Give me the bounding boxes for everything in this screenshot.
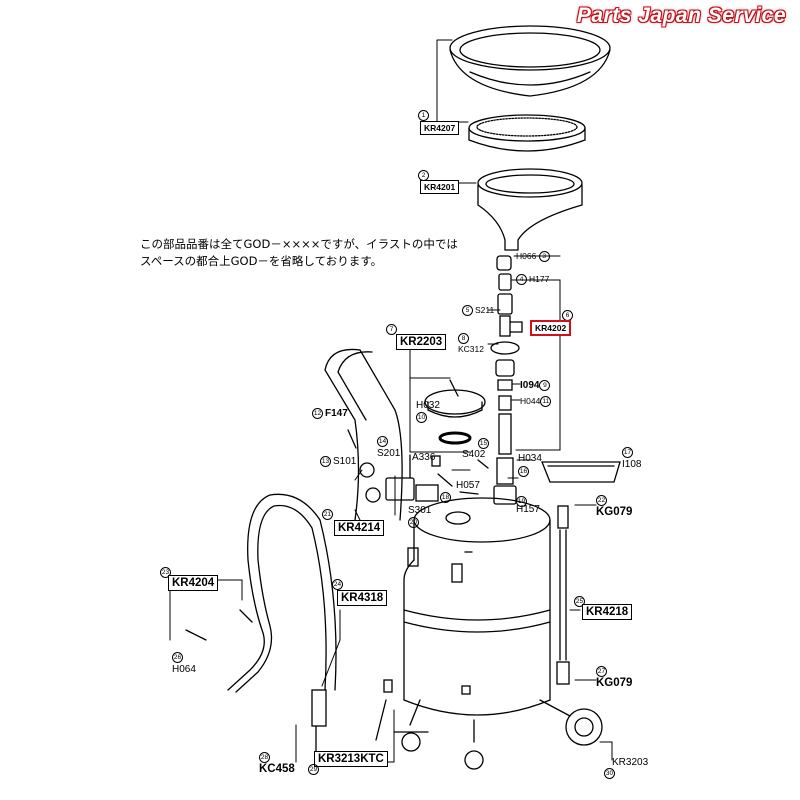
part-label-kc312: KC312 bbox=[458, 344, 484, 354]
callout-28: 28 bbox=[259, 752, 270, 764]
callout-23: 23 bbox=[160, 567, 171, 579]
part-label-kg079-top: KG079 bbox=[596, 506, 633, 518]
callout-15: 15 bbox=[478, 438, 489, 450]
callout-10: 10 bbox=[416, 412, 427, 423]
part-label-h157: H157 bbox=[516, 504, 540, 515]
part-label-s201: S201 bbox=[377, 448, 401, 459]
callout-20: 20 bbox=[408, 517, 419, 529]
callout-19: 19 bbox=[516, 496, 527, 508]
part-label-h066: H066 3 bbox=[516, 251, 552, 263]
callout-24: 24 bbox=[332, 579, 343, 591]
part-label-kr4218: KR4218 bbox=[582, 604, 633, 620]
part-label-kr4214: KR4214 bbox=[334, 520, 385, 536]
drain-hose bbox=[185, 493, 337, 693]
part-label-i108: I108 bbox=[622, 459, 642, 470]
drip-tray bbox=[541, 461, 621, 483]
valve-assembly bbox=[359, 454, 489, 503]
part-label-kr4204: KR4204 bbox=[168, 575, 219, 591]
part-label-h064: H064 bbox=[172, 664, 196, 675]
part-label-kr2203: KR2203 bbox=[396, 334, 447, 350]
leader-lines bbox=[169, 39, 613, 763]
callout-8: 8 bbox=[458, 333, 471, 345]
center-column bbox=[490, 255, 523, 505]
part-label-h034: H034 bbox=[518, 453, 542, 464]
callout-30: 30 bbox=[604, 768, 615, 780]
part-label-kr4207: KR4207 bbox=[420, 121, 460, 135]
wheels bbox=[393, 699, 603, 770]
handle bbox=[324, 348, 403, 521]
callout-29: 29 bbox=[308, 764, 319, 776]
fittings bbox=[375, 455, 471, 741]
part-label-kr3203: KR3203 bbox=[612, 757, 649, 768]
part-number-note: この部品品番は全てGOD－××××ですが、イラストの中では スペースの都合上GO… bbox=[140, 236, 500, 270]
filter-screen bbox=[468, 114, 586, 152]
callout-22: 22 bbox=[596, 495, 607, 507]
callout-18: 18 bbox=[440, 492, 451, 504]
part-label-s301: S301 bbox=[408, 505, 432, 516]
note-line-1: この部品品番は全てGOD－××××ですが、イラストの中では bbox=[140, 237, 458, 251]
tank bbox=[403, 497, 551, 716]
callout-26: 26 bbox=[172, 652, 183, 664]
callout-7: 7 bbox=[386, 324, 399, 336]
callout-27: 27 bbox=[596, 666, 607, 678]
suction-wand bbox=[311, 689, 327, 761]
part-label-h032: H032 bbox=[416, 400, 440, 411]
brand-watermark: Parts Japan Service bbox=[576, 4, 786, 27]
part-label-s402: S402 bbox=[462, 449, 486, 460]
part-label-kg079-bottom: KG079 bbox=[596, 677, 633, 689]
callout-14: 14 bbox=[377, 436, 388, 448]
part-label-kc458: KC458 bbox=[259, 763, 295, 775]
part-label-h057: H057 bbox=[456, 480, 480, 491]
callout-17: 17 bbox=[622, 447, 633, 459]
part-label-kr4318: KR4318 bbox=[337, 590, 388, 606]
funnel-bowl bbox=[449, 25, 611, 97]
part-label-kr3213ktc: KR3213KTC bbox=[314, 751, 388, 767]
funnel bbox=[477, 168, 583, 251]
gauge-assembly bbox=[424, 379, 486, 445]
callout-1: 1 bbox=[418, 110, 431, 121]
callout-25: 25 bbox=[574, 596, 585, 608]
level-gauge-tube bbox=[556, 505, 570, 685]
part-label-kr4201: KR4201 bbox=[420, 180, 460, 194]
part-label-a336: A336 bbox=[412, 452, 436, 463]
part-label-kr4202: KR4202 bbox=[530, 320, 572, 336]
callout-21: 21 bbox=[322, 509, 333, 521]
note-line-2: スペースの都合上GOD－を省略しております。 bbox=[140, 254, 383, 268]
callout-16: 16 bbox=[518, 466, 529, 478]
